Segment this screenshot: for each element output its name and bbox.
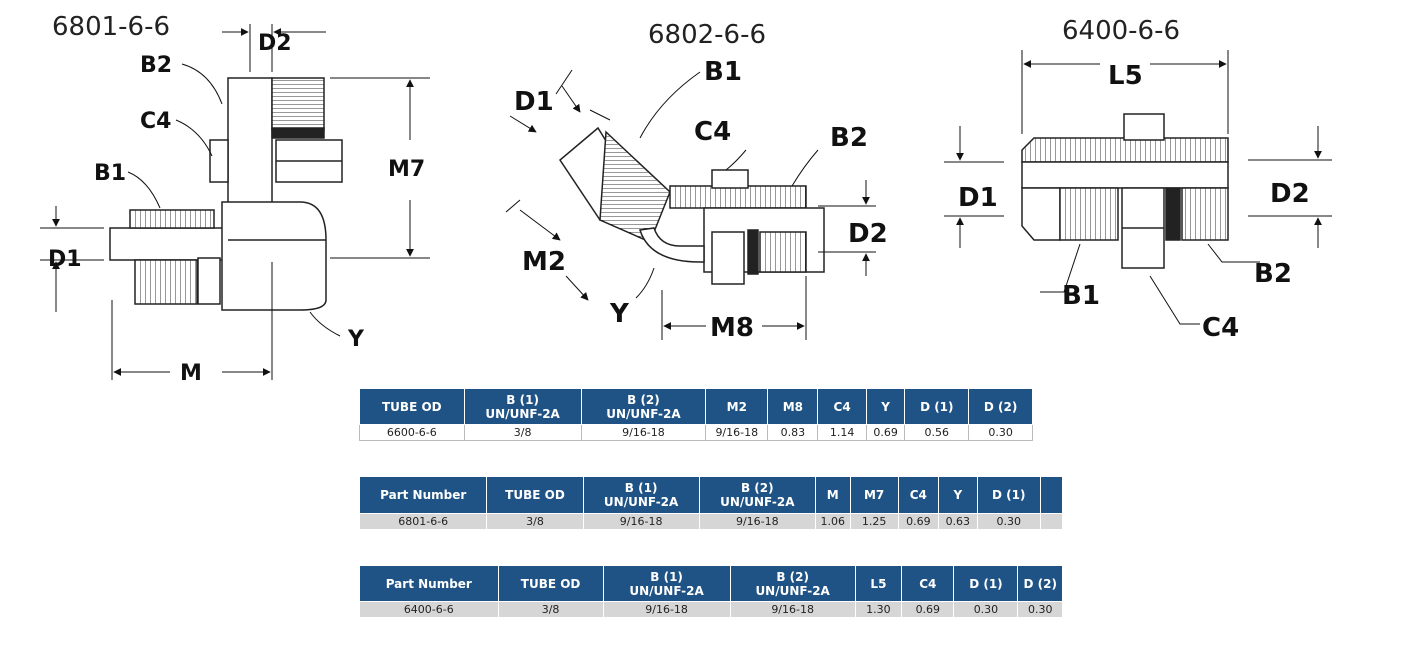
fig3-label-b2: B2: [1254, 259, 1292, 289]
spec-table-6600: TUBE OD B (1)UN/UNF-2A B (2)UN/UNF-2A M2…: [359, 388, 1033, 441]
t3-cell: 0.69: [901, 601, 955, 618]
fig1-drawing: [109, 77, 343, 311]
t1-cell: 0.83: [767, 424, 819, 441]
t1-header-b1: B (1)UN/UNF-2A: [463, 388, 582, 425]
t2-header-y: Y: [938, 476, 978, 514]
fig1-label-d2: D2: [258, 31, 292, 56]
t1-cell: 0.69: [865, 424, 906, 441]
t2-cell-empty: [1039, 513, 1064, 530]
fig3-label-d1: D1: [958, 183, 998, 213]
t3-cell: 9/16-18: [729, 601, 856, 618]
table-row: 6801-6-6 3/8 9/16-18 9/16-18 1.06 1.25 0…: [358, 513, 1064, 530]
t2-header-part-number: Part Number: [358, 476, 488, 514]
t3-header-part-number: Part Number: [359, 565, 499, 602]
spec-table-6801: Part Number TUBE OD B (1)UN/UNF-2A B (2)…: [358, 476, 1064, 530]
fig1-label-c4: C4: [140, 109, 171, 134]
t2-cell: 1.06: [814, 513, 851, 530]
t2-cell: 1.25: [849, 513, 899, 530]
t2-header-d1: D (1): [976, 476, 1041, 514]
fig3-label-c4: C4: [1202, 313, 1239, 343]
t3-header-d1: D (1): [953, 565, 1019, 602]
t2-header-b2: B (2)UN/UNF-2A: [698, 476, 816, 514]
t1-header-m2: M2: [705, 388, 769, 425]
t2-cell: 9/16-18: [698, 513, 816, 530]
t3-cell: 0.30: [953, 601, 1019, 618]
fig3-dimensions: [944, 50, 1332, 325]
t1-cell: 6600-6-6: [359, 424, 465, 441]
t3-cell: 6400-6-6: [359, 601, 499, 618]
fig2-label-y: Y: [609, 299, 630, 329]
t1-header-d1: D (1): [904, 388, 970, 425]
fig2-label-d2: D2: [848, 219, 888, 249]
fig2-label-m8: M8: [710, 313, 754, 343]
fig1-dimensions: [40, 24, 430, 380]
t3-cell: 9/16-18: [602, 601, 731, 618]
t1-header-c4: C4: [817, 388, 867, 425]
t1-cell: 0.30: [968, 424, 1033, 441]
t1-cell: 1.14: [817, 424, 867, 441]
fig2-label-m2: M2: [522, 247, 566, 277]
t1-cell: 9/16-18: [580, 424, 707, 441]
t2-header-c4: C4: [897, 476, 940, 514]
t1-cell: 9/16-18: [705, 424, 769, 441]
t2-cell: 6801-6-6: [358, 513, 488, 530]
fig3-label-l5: L5: [1108, 61, 1143, 91]
fig2-label-d1: D1: [514, 87, 554, 117]
t3-header-c4: C4: [901, 565, 955, 602]
fittings-drawings: D2 B2 C4 B1 D1 M7 Y M D1 B: [40, 24, 1332, 380]
fig3-title: 6400-6-6: [1062, 16, 1181, 46]
t2-header-tube-od: TUBE OD: [486, 476, 584, 514]
t3-cell: 0.30: [1017, 601, 1063, 618]
fig1-label-d1: D1: [48, 247, 82, 272]
spec-table-6400: Part Number TUBE OD B (1)UN/UNF-2A B (2)…: [359, 565, 1063, 618]
table-row: 6400-6-6 3/8 9/16-18 9/16-18 1.30 0.69 0…: [359, 601, 1063, 618]
t1-cell: 3/8: [463, 424, 582, 441]
t2-header-empty: [1039, 476, 1064, 514]
t3-header-d2: D (2): [1017, 565, 1063, 602]
t1-header-m8: M8: [767, 388, 819, 425]
fig1-label-y: Y: [347, 327, 365, 352]
t2-cell: 0.30: [976, 513, 1041, 530]
t2-cell: 9/16-18: [582, 513, 700, 530]
fig2-dimensions: [505, 69, 876, 340]
t2-header-m7: M7: [849, 476, 899, 514]
fig1-label-m7: M7: [388, 157, 425, 182]
t2-cell: 0.69: [897, 513, 940, 530]
fig1-label-m: M: [180, 361, 202, 380]
t1-header-tube-od: TUBE OD: [359, 388, 465, 425]
t3-cell: 1.30: [854, 601, 903, 618]
fig1-label-b2: B2: [140, 53, 172, 78]
fig3-drawing: [1021, 113, 1229, 269]
t3-cell: 3/8: [497, 601, 604, 618]
fig2-title: 6802-6-6: [648, 20, 767, 50]
t1-header-y: Y: [865, 388, 906, 425]
fig1-title: 6801-6-6: [52, 12, 171, 42]
fig3-label-b1: B1: [1062, 281, 1100, 311]
t1-header-b2: B (2)UN/UNF-2A: [580, 388, 707, 425]
t2-cell: 0.63: [938, 513, 978, 530]
t2-header-m: M: [814, 476, 851, 514]
fig2-drawing: [559, 126, 825, 285]
t3-header-b2: B (2)UN/UNF-2A: [729, 565, 856, 602]
t3-header-tube-od: TUBE OD: [497, 565, 604, 602]
fig3-label-d2: D2: [1270, 179, 1310, 209]
t2-header-b1: B (1)UN/UNF-2A: [582, 476, 700, 514]
table-row: 6600-6-6 3/8 9/16-18 9/16-18 0.83 1.14 0…: [359, 424, 1033, 441]
fig1-label-b1: B1: [94, 161, 126, 186]
fig2-label-b1: B1: [704, 57, 742, 87]
t3-header-l5: L5: [854, 565, 903, 602]
fig2-label-b2: B2: [830, 123, 868, 153]
t3-header-b1: B (1)UN/UNF-2A: [602, 565, 731, 602]
t2-cell: 3/8: [486, 513, 584, 530]
t1-header-d2: D (2): [968, 388, 1033, 425]
t1-cell: 0.56: [904, 424, 970, 441]
fig2-label-c4: C4: [694, 117, 731, 147]
